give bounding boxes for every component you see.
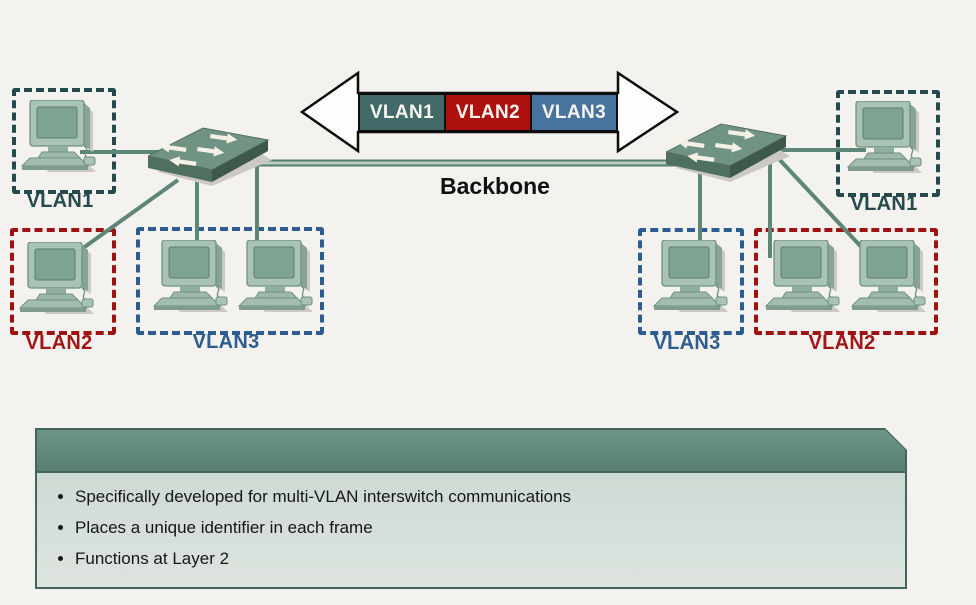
- right-vlan1-box: [836, 90, 940, 197]
- pc-icon-left-vlan3-a: [152, 240, 236, 316]
- info-bullet-3: Functions at Layer 2: [75, 549, 881, 569]
- right-vlan3-label: VLAN3: [653, 332, 721, 354]
- pc-icon-right-vlan3: [652, 240, 736, 316]
- trunk-vlan-segments: VLAN1 VLAN2 VLAN3: [358, 93, 618, 132]
- right-vlan3-box: [638, 228, 744, 335]
- trunk-segment-vlan1: VLAN1: [358, 93, 446, 132]
- left-vlan3-box: [136, 227, 324, 335]
- left-vlan1-box: [12, 88, 116, 194]
- backbone-label: Backbone: [440, 173, 550, 199]
- pc-icon-left-vlan2: [18, 242, 102, 318]
- pc-icon-right-vlan1: [846, 101, 930, 177]
- pc-icon-right-vlan2-a: [764, 240, 848, 316]
- left-vlan1-label: VLAN1: [26, 190, 94, 212]
- info-box-header-band: [37, 430, 905, 473]
- left-vlan2-box: [10, 228, 116, 335]
- pc-icon-right-vlan2-b: [850, 240, 934, 316]
- right-vlan1-label: VLAN1: [850, 193, 918, 215]
- pc-icon-left-vlan3-b: [237, 240, 321, 316]
- info-box: Specifically developed for multi-VLAN in…: [35, 428, 907, 589]
- info-box-body: Specifically developed for multi-VLAN in…: [37, 473, 905, 587]
- left-vlan2-label: VLAN2: [25, 332, 93, 354]
- pc-icon-left-vlan1: [20, 100, 104, 176]
- info-box-inner: Specifically developed for multi-VLAN in…: [37, 430, 905, 587]
- info-bullet-1: Specifically developed for multi-VLAN in…: [75, 487, 881, 507]
- trunk-segment-vlan2: VLAN2: [444, 93, 532, 132]
- info-bullet-2: Places a unique identifier in each frame: [75, 518, 881, 538]
- info-bullet-list: Specifically developed for multi-VLAN in…: [75, 487, 881, 569]
- left-vlan3-label: VLAN3: [192, 331, 260, 353]
- right-vlan2-label: VLAN2: [808, 332, 876, 354]
- left-switch-icon: [148, 120, 272, 190]
- trunk-segment-vlan3: VLAN3: [530, 93, 618, 132]
